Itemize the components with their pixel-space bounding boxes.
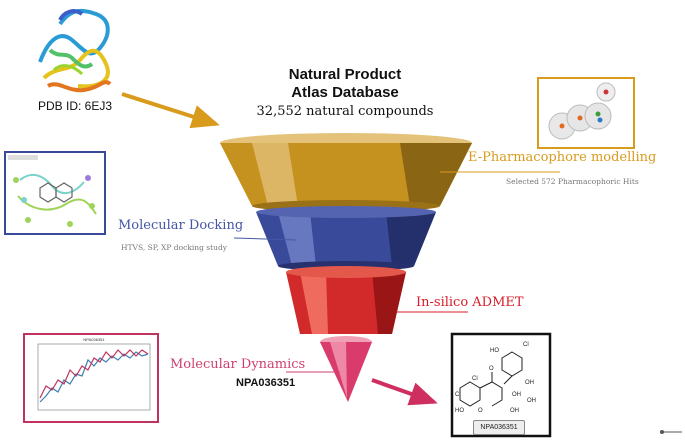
- stage-label-pharmacophore: E-Pharmacophore modelling: [468, 150, 657, 165]
- md-to-structure-arrow: [371, 378, 438, 406]
- atom-label: Cl: [523, 342, 529, 348]
- pharmacophore-model-image: [537, 77, 635, 149]
- atom-label: Cl: [472, 376, 478, 382]
- stage-detail-pharmacophore: Selected 572 Pharmacophoric Hits: [506, 177, 639, 186]
- atom-label: OH: [527, 398, 536, 404]
- stage-label-dynamics: Molecular Dynamics: [170, 357, 306, 372]
- stage-label-docking: Molecular Docking: [118, 218, 244, 233]
- database-title-line2: Atlas Database: [291, 84, 399, 101]
- stage-detail-docking: HTVS, SP, XP docking study: [121, 243, 228, 252]
- database-title-line1: Natural Product: [288, 66, 402, 83]
- structure-id-chip: NPA036351: [473, 420, 525, 435]
- protein-to-funnel-arrow: [121, 92, 220, 129]
- docking-leader-line: [233, 237, 297, 241]
- atom-label: OH: [512, 392, 521, 398]
- corner-ornament: [660, 430, 682, 434]
- atom-label: OH: [525, 380, 534, 386]
- protein-structure-image: [38, 8, 112, 93]
- funnel-layer-dynamics: [320, 336, 372, 402]
- md-plot-image: NPA036351: [23, 333, 159, 423]
- funnel-layer-docking: [256, 206, 436, 271]
- atom-label: HO: [490, 348, 499, 354]
- atom-label: OH: [510, 408, 519, 414]
- database-title: Natural Product Atlas Database: [250, 66, 440, 102]
- protein-label: PDB ID: 6EJ3: [38, 99, 113, 113]
- funnel-layer-pharmacophore: [220, 133, 472, 212]
- hit-compound-label: NPA036351: [236, 377, 296, 389]
- hit-structure-image: HO Cl O OH Cl Cl HO OH O OH OH: [450, 332, 552, 438]
- md-plot-title: NPA036351: [83, 337, 105, 342]
- atom-label: O: [478, 408, 483, 414]
- stage-label-admet: In-silico ADMET: [416, 295, 524, 310]
- atom-label: Cl: [455, 392, 461, 398]
- funnel-layer-admet: [286, 266, 406, 334]
- docking-interaction-image: [4, 151, 106, 235]
- compound-count: 32,552 natural compounds: [256, 104, 434, 119]
- atom-label: O: [489, 366, 494, 372]
- atom-label: HO: [455, 408, 464, 414]
